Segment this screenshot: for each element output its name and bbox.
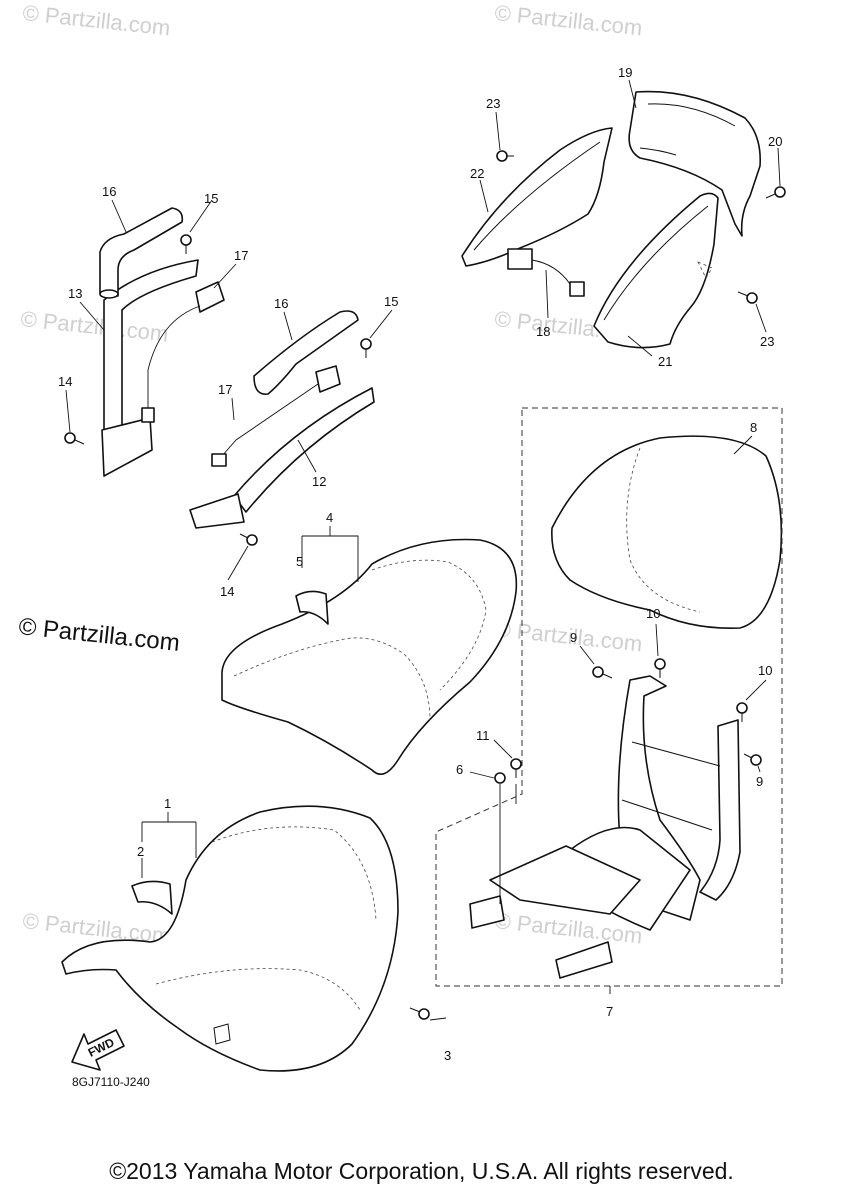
nut-6: [494, 772, 506, 784]
callout-23[interactable]: 23: [760, 334, 774, 349]
callout-16[interactable]: 16: [274, 296, 288, 311]
callout-8[interactable]: 8: [750, 420, 757, 435]
part-4-rear-seat[interactable]: [221, 538, 518, 776]
bolt-9-right: [743, 753, 762, 766]
callout-labels: 19 20 23 22 18 21 23 16 15 17 13 14 16 1…: [58, 65, 782, 1063]
callout-22[interactable]: 22: [470, 166, 484, 181]
part-13-grab-bar[interactable]: [99, 207, 225, 477]
fwd-arrow-icon: FWD: [71, 1029, 125, 1071]
watermark: © Partzilla.com: [493, 0, 643, 40]
callout-15[interactable]: 15: [204, 191, 218, 206]
callout-1[interactable]: 1: [164, 796, 171, 811]
leader-lines: [65, 79, 781, 1021]
callout-5[interactable]: 5: [296, 554, 303, 569]
callout-15[interactable]: 15: [384, 294, 398, 309]
part-7-backrest-bracket[interactable]: [469, 675, 741, 979]
callout-10[interactable]: 10: [758, 663, 772, 678]
bolt-10-right: [736, 702, 748, 722]
bolt-11: [510, 758, 522, 778]
watermark-large: © Partzilla.com: [17, 613, 181, 657]
callout-3[interactable]: 3: [444, 1048, 451, 1063]
bolt-20: [765, 186, 786, 199]
watermark: © Partzilla.com: [21, 0, 171, 40]
part-18-harness[interactable]: [507, 248, 585, 297]
bolt-15-right: [360, 338, 372, 358]
diagram-code: 8GJ7110-J240: [72, 1075, 150, 1089]
callout-17[interactable]: 17: [218, 382, 232, 397]
bolt-14-right: [239, 533, 258, 546]
watermark: © Partzilla.com: [493, 616, 643, 656]
assembly-outline-7: [435, 407, 783, 987]
callout-19[interactable]: 19: [618, 65, 632, 80]
callout-18[interactable]: 18: [536, 324, 550, 339]
watermark: © Partzilla.com: [19, 306, 169, 346]
callout-21[interactable]: 21: [658, 354, 672, 369]
bolt-23-right: [737, 291, 758, 304]
callout-20[interactable]: 20: [768, 134, 782, 149]
callout-9[interactable]: 9: [570, 630, 577, 645]
bolt-3: [409, 1007, 430, 1020]
callout-6[interactable]: 6: [456, 762, 463, 777]
bolt-10-left: [654, 658, 666, 678]
callout-7[interactable]: 7: [606, 1004, 613, 1019]
bolt-9-left: [592, 666, 613, 679]
callout-11[interactable]: 11: [476, 728, 490, 743]
part-8-backrest[interactable]: [551, 435, 783, 629]
callout-23[interactable]: 23: [486, 96, 500, 111]
callout-17[interactable]: 17: [234, 248, 248, 263]
callout-12[interactable]: 12: [312, 474, 326, 489]
part-19-rear-cowl[interactable]: [628, 90, 762, 237]
fasteners: [64, 150, 786, 1020]
callout-16[interactable]: 16: [102, 184, 116, 199]
part-12-grab-bar[interactable]: [189, 310, 375, 529]
bolt-23-left: [496, 150, 514, 162]
part-21-side-cover[interactable]: [593, 192, 719, 349]
bolt-14-left: [64, 432, 85, 445]
callout-2[interactable]: 2: [137, 844, 144, 859]
callout-4[interactable]: 4: [326, 510, 333, 525]
callout-10[interactable]: 10: [646, 606, 660, 621]
bolt-15-left: [180, 234, 192, 254]
copyright-notice: ©2013 Yamaha Motor Corporation, U.S.A. A…: [109, 1158, 734, 1184]
part-1-front-seat[interactable]: [61, 805, 399, 1072]
callout-14[interactable]: 14: [220, 584, 234, 599]
callout-14[interactable]: 14: [58, 374, 72, 389]
callout-9[interactable]: 9: [756, 774, 763, 789]
callout-13[interactable]: 13: [68, 286, 82, 301]
watermark-layer: © Partzilla.com © Partzilla.com © Partzi…: [17, 0, 643, 948]
